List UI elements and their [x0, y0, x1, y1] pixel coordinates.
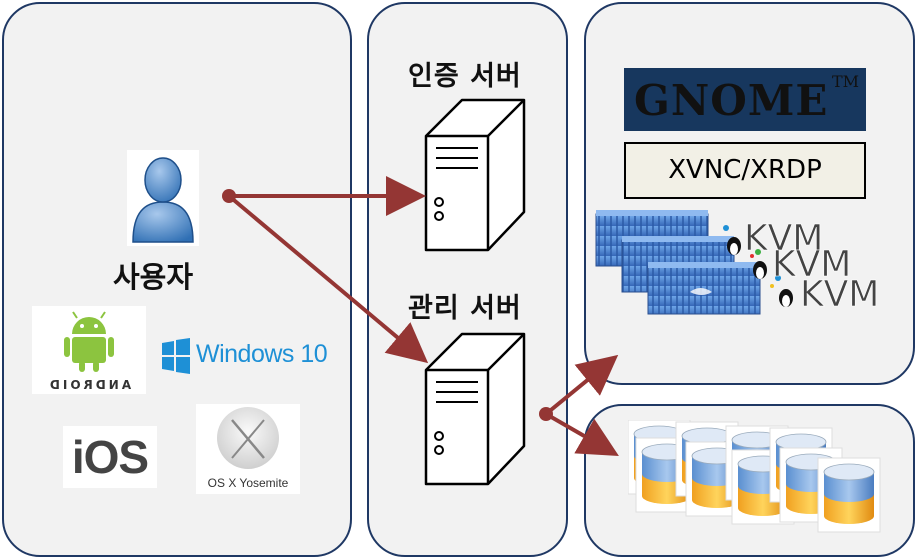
xvnc-label: XVNC/XRDP — [668, 155, 822, 185]
ios-logo: iOS — [63, 426, 157, 488]
windows-wordmark: Windows 10 — [196, 340, 328, 368]
kvm-label-2: KVM — [772, 244, 851, 285]
osx-logo: OS X Yosemite — [196, 404, 300, 494]
osx-x-icon — [217, 407, 279, 469]
auth-server-label: 인증 서버 — [408, 61, 522, 92]
kvm-label-3: KVM — [800, 274, 879, 315]
tux-icon-3 — [770, 275, 793, 307]
osx-wordmark: OS X Yosemite — [207, 476, 289, 490]
user-icon — [127, 150, 199, 246]
android-wordmark: ANDROID — [46, 378, 132, 392]
ios-wordmark: iOS — [71, 431, 149, 483]
gnome-tm: TM — [832, 72, 860, 91]
android-logo: ANDROID — [32, 306, 146, 394]
android-robot-icon — [64, 311, 114, 372]
database-stack — [628, 420, 881, 533]
mgmt-server-icon — [422, 330, 528, 488]
user-label: 사용자 — [113, 260, 194, 294]
auth-server-icon — [422, 96, 528, 254]
mgmt-server-label: 관리 서버 — [408, 293, 522, 324]
tux-icon-2 — [750, 249, 767, 279]
windows-logo: Windows 10 — [162, 336, 328, 376]
xvnc-box: XVNC/XRDP — [624, 142, 866, 199]
windows-icon — [162, 338, 190, 374]
kvm-label-1: KVM — [744, 218, 823, 259]
gnome-box: GNOME TM — [624, 68, 866, 131]
gnome-label: GNOME — [634, 76, 829, 125]
tux-icon-1 — [723, 225, 741, 255]
container-icon-3 — [647, 262, 761, 315]
container-kvm-group: KVM KVM KVM — [595, 210, 880, 315]
